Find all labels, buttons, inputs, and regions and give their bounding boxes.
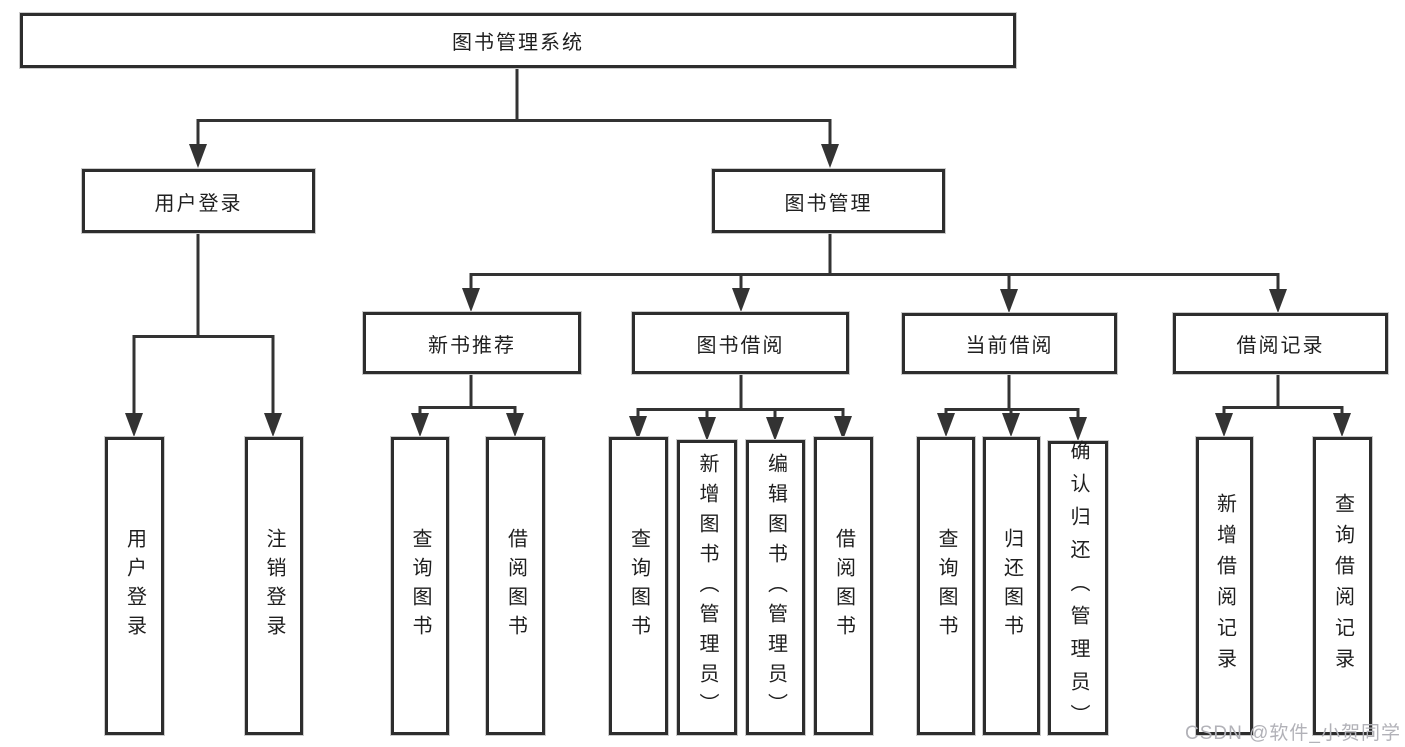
arrowhead [189, 144, 207, 168]
arrowhead [506, 413, 524, 437]
node-root-system-label: 图书管理系统 [452, 32, 584, 54]
arrowhead [411, 413, 429, 437]
arrowhead [1215, 413, 1233, 437]
node-root-system: 图书管理系统 [20, 13, 1016, 68]
node-borrowing-records-label: 借阅记录 [1236, 335, 1325, 357]
node-book-borrowing-label: 图书借阅 [696, 334, 785, 357]
leaf-return-books: 归还图书 [983, 437, 1040, 735]
leaf-query-books-borrowing-label: 查询图书 [627, 528, 650, 644]
leaf-add-books-admin: 新增图书（管理员） [677, 440, 737, 735]
node-current-borrowing: 当前借阅 [902, 313, 1117, 374]
leaf-add-borrow-record: 新增借阅记录 [1196, 437, 1253, 735]
leaf-query-borrow-record-label: 查询借阅记录 [1331, 493, 1354, 679]
watermark: CSDN @软件_小贺同学 [1185, 723, 1401, 744]
node-borrowing-records: 借阅记录 [1173, 313, 1388, 374]
leaf-query-books-recommend: 查询图书 [391, 437, 449, 735]
arrowhead [821, 144, 839, 168]
arrowhead [264, 413, 282, 437]
node-book-management-label: 图书管理 [784, 192, 873, 215]
leaf-edit-books-admin-label: 编辑图书（管理员） [764, 452, 787, 723]
node-user-login: 用户登录 [82, 169, 315, 233]
node-current-borrowing-label: 当前借阅 [965, 335, 1054, 357]
leaf-query-books-current-label: 查询图书 [935, 528, 957, 644]
arrowhead [125, 413, 143, 437]
arrowhead [1269, 289, 1287, 313]
leaf-query-borrow-record: 查询借阅记录 [1313, 437, 1372, 735]
leaf-user-login-label: 用户登录 [123, 528, 146, 644]
arrowhead [937, 413, 955, 437]
arrowhead [766, 417, 784, 441]
leaf-logout: 注销登录 [245, 437, 303, 735]
leaf-borrow-books-borrowing: 借阅图书 [814, 437, 873, 735]
arrowhead [732, 288, 750, 312]
node-new-book-recommend-label: 新书推荐 [428, 334, 516, 357]
leaf-query-books-current: 查询图书 [917, 437, 975, 735]
leaf-query-books-recommend-label: 查询图书 [409, 528, 431, 644]
leaf-add-borrow-record-label: 新增借阅记录 [1213, 493, 1236, 679]
node-user-login-label: 用户登录 [154, 192, 243, 215]
leaf-user-login: 用户登录 [105, 437, 164, 735]
arrowhead [462, 288, 480, 312]
leaf-edit-books-admin: 编辑图书（管理员） [746, 440, 805, 735]
leaf-borrow-books-recommend: 借阅图书 [486, 437, 545, 735]
node-new-book-recommend: 新书推荐 [363, 312, 581, 374]
node-book-borrowing: 图书借阅 [632, 312, 849, 374]
node-book-management: 图书管理 [712, 169, 945, 233]
leaf-confirm-return-admin: 确认归还（管理员） [1048, 439, 1108, 737]
arrowhead [1000, 289, 1018, 313]
leaf-borrow-books-recommend-label: 借阅图书 [504, 528, 527, 644]
leaf-logout-label: 注销登录 [263, 528, 285, 644]
arrowhead [1333, 413, 1351, 437]
arrowhead [1002, 413, 1020, 437]
leaf-return-books-label: 归还图书 [1000, 528, 1023, 644]
leaf-add-books-admin-label: 新增图书（管理员） [696, 452, 718, 723]
leaf-borrow-books-borrowing-label: 借阅图书 [832, 528, 855, 644]
leaf-query-books-borrowing: 查询图书 [609, 437, 668, 735]
arrowhead [698, 417, 716, 441]
leaf-confirm-return-admin-label: 确认归还（管理员） [1067, 439, 1089, 737]
arrowhead [1069, 417, 1087, 441]
